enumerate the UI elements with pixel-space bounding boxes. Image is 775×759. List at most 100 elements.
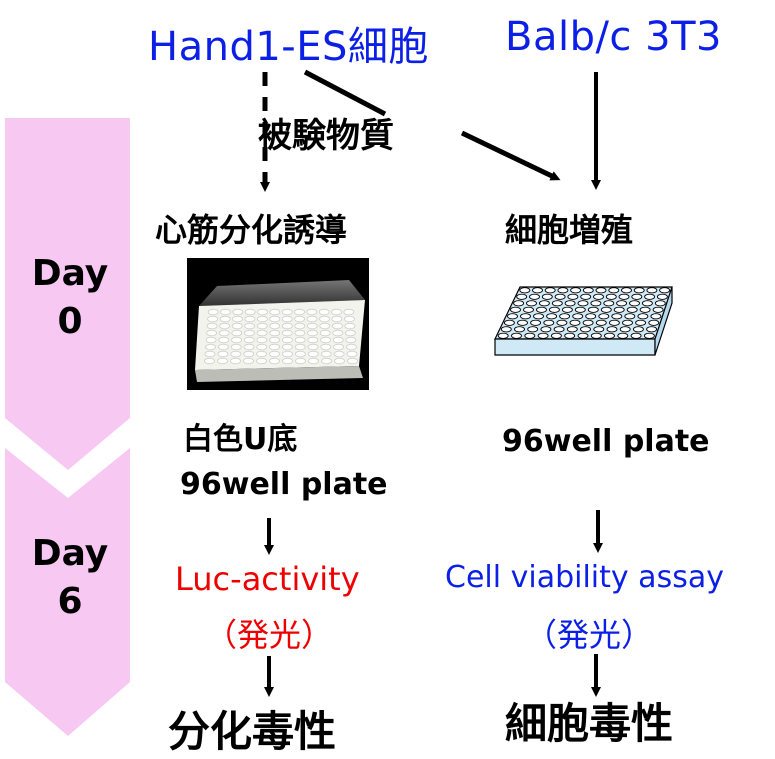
plate-well	[611, 313, 623, 320]
plate-well	[510, 306, 521, 313]
plate-well	[230, 357, 241, 365]
plate-well	[595, 287, 607, 294]
plate-well	[603, 300, 615, 307]
plate-well	[580, 293, 592, 300]
test-substance-label: 被験物質	[258, 116, 394, 156]
plate-well	[595, 319, 607, 326]
day6-label: Day 6	[15, 530, 125, 626]
plate-well	[551, 300, 563, 307]
plate-well	[294, 322, 306, 330]
plate-well	[544, 287, 556, 294]
plate-well	[574, 306, 586, 313]
plate-well	[559, 313, 571, 320]
plate-well	[635, 319, 647, 326]
plate-well	[590, 332, 602, 339]
plate-well	[320, 350, 332, 358]
plate-well	[219, 322, 230, 330]
plate-well	[527, 326, 539, 333]
plate-well	[243, 343, 255, 351]
plate-well	[652, 306, 664, 313]
plate-well	[333, 350, 345, 358]
plate-well	[497, 332, 509, 339]
plate-well	[332, 329, 344, 337]
plate-well	[331, 308, 342, 316]
plate-well	[613, 306, 625, 313]
balbc-title: Balb/c 3T3	[505, 14, 722, 60]
plate-well	[582, 319, 594, 326]
plate-well	[217, 357, 228, 365]
plate-well	[564, 332, 576, 339]
plate-well	[294, 308, 305, 316]
plate-well	[345, 336, 357, 344]
plate-well	[207, 308, 219, 316]
plate-well	[320, 343, 332, 351]
plate-well	[548, 306, 560, 313]
plate-well	[593, 326, 605, 333]
plate-well	[204, 350, 216, 358]
plate-well	[500, 326, 512, 333]
plate-well	[537, 332, 549, 339]
plate-well	[580, 326, 591, 333]
plate-well	[630, 332, 642, 339]
plate-well	[567, 293, 579, 300]
plate-well	[550, 332, 562, 339]
plate-well	[205, 336, 217, 344]
cell-viability-label: Cell viability assay	[445, 560, 724, 595]
plate-well	[343, 315, 355, 323]
plate-well	[331, 322, 343, 330]
diag-arrow-top	[303, 69, 387, 117]
plate-well	[520, 313, 531, 320]
plate-well	[230, 343, 242, 351]
plate-well	[232, 315, 243, 323]
plate-well	[570, 287, 582, 294]
plate-well	[269, 315, 281, 323]
plate-well	[319, 322, 331, 330]
plate-well	[230, 350, 242, 358]
plate-well	[307, 336, 319, 344]
plate-well	[598, 313, 610, 320]
plate-well	[553, 326, 565, 333]
plate-well	[513, 300, 525, 307]
plate-well	[244, 329, 255, 337]
plate-well	[206, 322, 218, 330]
plate-well	[516, 293, 528, 300]
plate-well	[641, 300, 653, 307]
plate-well	[511, 332, 522, 339]
plate-well	[319, 315, 330, 323]
plate-well	[605, 293, 617, 300]
plate-well	[343, 308, 355, 316]
plate-well	[306, 308, 318, 316]
plate-well	[282, 336, 293, 344]
plate-well	[243, 350, 255, 358]
plate-well	[608, 287, 620, 294]
plate-well	[308, 357, 319, 365]
cytotoxicity-label: 細胞毒性	[505, 699, 674, 748]
plate-well	[231, 329, 243, 337]
differentiation-toxicity-label: 分化毒性	[168, 707, 337, 756]
plate-well	[523, 306, 534, 313]
plate-well	[517, 319, 528, 326]
plate-well	[621, 287, 632, 294]
plate-well	[207, 315, 219, 323]
plate-well	[569, 319, 581, 326]
plate-well	[256, 329, 268, 337]
plate-well	[546, 313, 558, 320]
plate-well	[243, 336, 255, 344]
plate-well	[331, 315, 343, 323]
plate-well	[257, 308, 268, 316]
plate-well	[639, 306, 651, 313]
plate-well	[294, 315, 305, 323]
plate-well	[204, 357, 215, 365]
plate-well	[624, 313, 636, 320]
plate-well	[566, 326, 578, 333]
plate-well	[656, 293, 668, 300]
plate-well	[606, 326, 618, 333]
plate-well	[306, 315, 318, 323]
plate-well	[232, 308, 244, 316]
plate-well	[519, 287, 531, 294]
plate-well	[572, 313, 584, 320]
plate-well	[554, 293, 566, 300]
plate-well	[294, 336, 306, 344]
plate-well	[269, 343, 280, 351]
